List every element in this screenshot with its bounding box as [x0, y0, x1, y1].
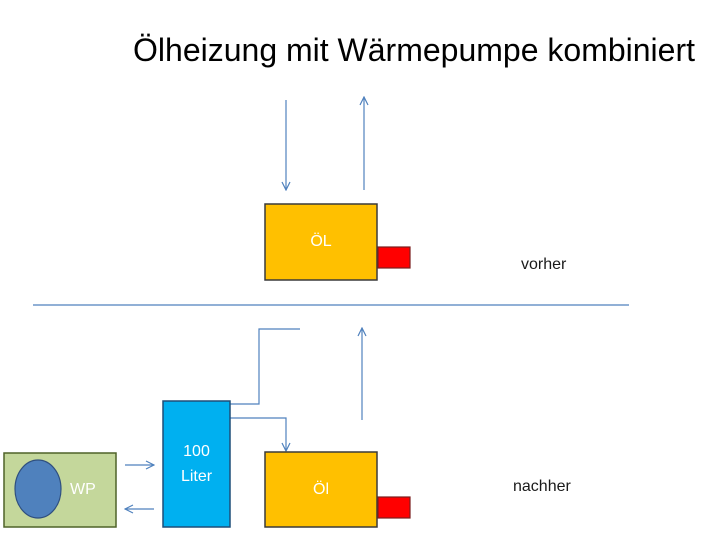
- oil-boiler-before-label: ÖL: [310, 233, 332, 250]
- buffer-tank-label-line1: 100: [183, 443, 210, 460]
- before-label: vorher: [521, 256, 567, 273]
- oil-boiler-after-label: Öl: [313, 481, 329, 498]
- tank-to-supply-pipe: [230, 328, 300, 405]
- heat-pump-circle-icon: [14, 459, 62, 519]
- oil-boiler-after: [264, 451, 378, 528]
- buffer-tank-label-line2: Liter: [180, 468, 213, 485]
- oil-boiler-before: [264, 203, 378, 281]
- tank-to-boiler-arrow: [230, 417, 286, 451]
- heat-pump-label: WP: [70, 481, 96, 498]
- diagram-title: Ölheizung mit Wärmepumpe kombiniert: [133, 32, 695, 68]
- buffer-tank: [162, 400, 231, 528]
- burner-after: [377, 496, 411, 519]
- after-label: nachher: [513, 478, 571, 495]
- burner-before: [377, 246, 411, 269]
